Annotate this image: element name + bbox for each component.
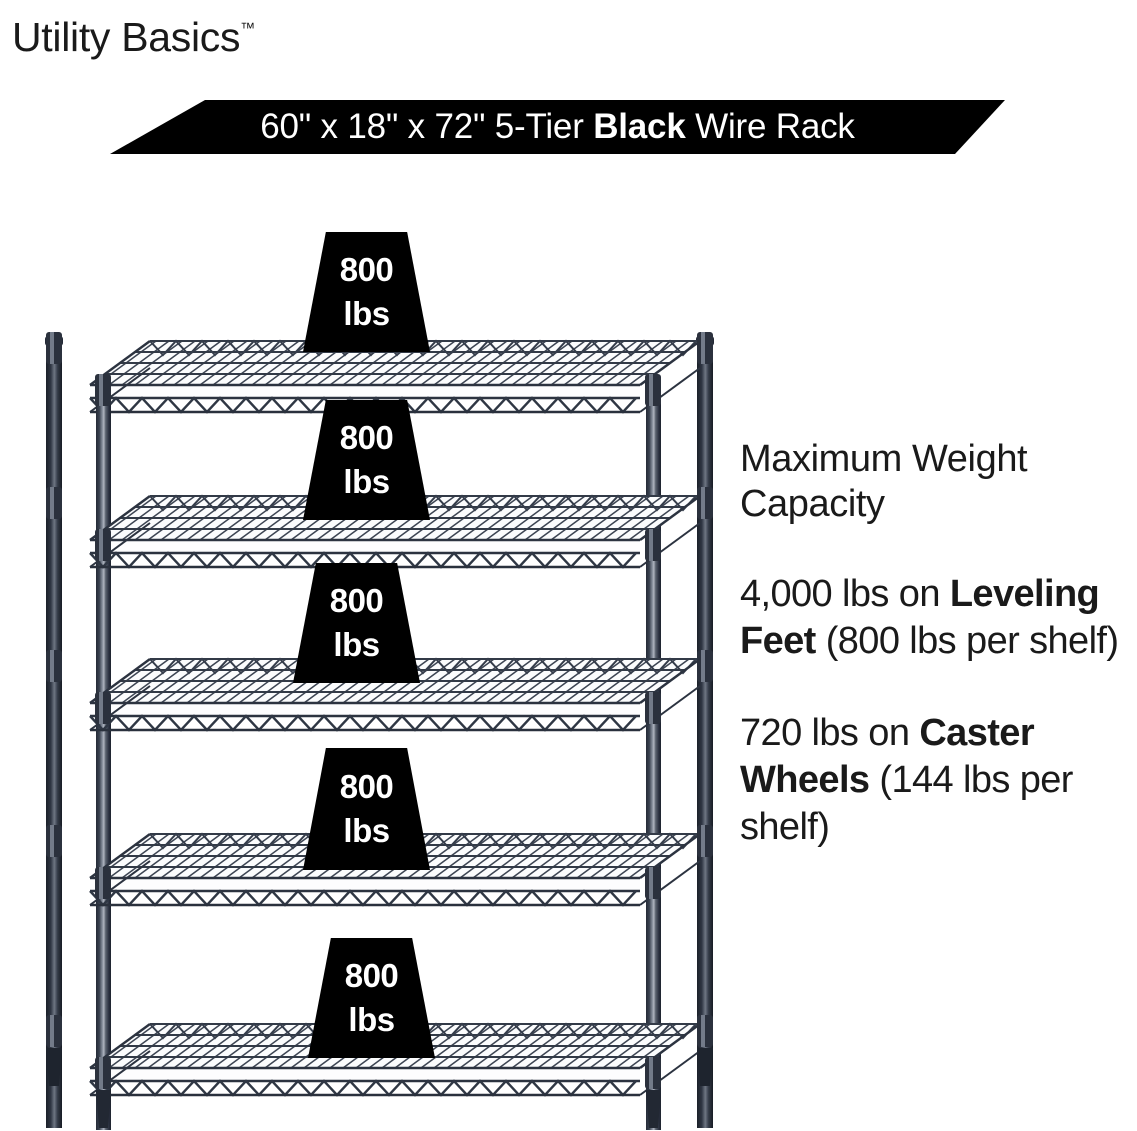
weight-badge-3: 800 lbs xyxy=(293,563,420,683)
badge-label-1: 800 lbs xyxy=(303,232,430,352)
banner-product: Wire Rack xyxy=(695,107,855,146)
leveling-feet xyxy=(46,1048,713,1128)
weight-badge-4: 800 lbs xyxy=(303,748,430,870)
weight-badge-2: 800 lbs xyxy=(303,400,430,520)
badge-shape-2 xyxy=(303,400,430,520)
caster-lead: 720 lbs on xyxy=(740,712,920,754)
badge-unit-4: lbs xyxy=(343,812,390,849)
leveling-tail: (800 lbs per shelf) xyxy=(815,620,1119,662)
badge-unit-1: lbs xyxy=(343,295,390,332)
badge-shape-3 xyxy=(293,563,420,683)
banner-color-word: Black xyxy=(593,107,686,146)
wire-rack-illustration xyxy=(45,332,714,1130)
product-title-banner xyxy=(110,100,1005,154)
badge-label-3: 800 lbs xyxy=(293,563,420,683)
badge-label-4: 800 lbs xyxy=(303,748,430,870)
badge-unit-5: lbs xyxy=(348,1001,395,1038)
badge-shape-4 xyxy=(303,748,430,870)
rack-front-posts xyxy=(96,385,661,1130)
banner-tier: 5-Tier xyxy=(494,107,584,146)
badge-number-4: 800 xyxy=(339,768,394,805)
caster-emphasis: Caster Wheels xyxy=(740,712,1035,801)
product-title-text: 60" x 18" x 72" 5-Tier Black Wire Rack xyxy=(110,100,1005,154)
leveling-emphasis: Leveling Feet xyxy=(740,573,1100,662)
badge-unit-2: lbs xyxy=(343,463,390,500)
badge-label-2: 800 lbs xyxy=(303,400,430,520)
banner-dimensions: 60" x 18" x 72" xyxy=(260,107,486,146)
badge-unit-3: lbs xyxy=(333,626,380,663)
brand-wordmark: Utility Basics™ xyxy=(12,4,255,62)
weight-capacity-copy: Maximum Weight Capacity 4,000 lbs on Lev… xyxy=(740,437,1137,896)
trademark-symbol: ™ xyxy=(240,20,256,37)
brand-name: Utility Basics xyxy=(12,14,241,60)
badge-number-3: 800 xyxy=(329,582,384,619)
caster-tail: (144 lbs per shelf) xyxy=(740,759,1073,848)
capacity-heading: Maximum Weight Capacity xyxy=(740,438,1028,525)
weight-badge-5: 800 lbs xyxy=(308,938,435,1058)
weight-badge-1: 800 lbs xyxy=(303,232,430,352)
badge-number-2: 800 xyxy=(339,419,394,456)
badge-number-1: 800 xyxy=(339,251,394,288)
badge-shape-1 xyxy=(303,232,430,352)
badge-number-5: 800 xyxy=(344,957,399,994)
badge-label-5: 800 lbs xyxy=(308,938,435,1058)
capacity-leveling-feet: 4,000 lbs on Leveling Feet (800 lbs per … xyxy=(740,571,1137,665)
badge-shape-5 xyxy=(308,938,435,1058)
capacity-caster-wheels: 720 lbs on Caster Wheels (144 lbs per sh… xyxy=(740,710,1137,851)
leveling-lead: 4,000 lbs on xyxy=(740,573,950,615)
